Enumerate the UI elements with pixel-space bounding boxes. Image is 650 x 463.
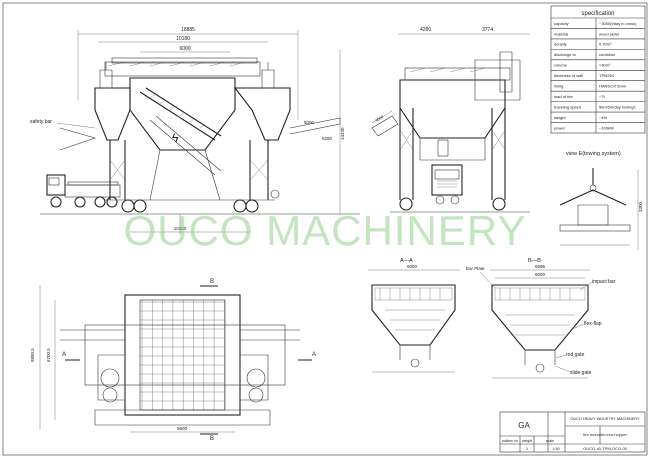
mark-b-top: B <box>210 279 214 285</box>
section-aa: A—A 5000 <box>368 258 460 373</box>
label-ear-plate: Ear Plate <box>466 266 485 271</box>
spec-value: ~45t <box>599 115 608 120</box>
front-elevation: 18885 10180 6000 ϟ safety bar 5000 <box>30 27 360 234</box>
dim-towing: 3300 <box>638 201 643 212</box>
title-company: OUCO HEAVY INDUSTRY MACHINERY <box>570 417 640 421</box>
spec-label: capacity <box>554 21 569 26</box>
mark-a-right: A <box>312 352 316 358</box>
title-name: tire mounted eco-hopper <box>583 432 627 437</box>
dim-front-height: 14330 <box>340 127 345 140</box>
truck <box>46 174 121 208</box>
towing-view: view E(towing system) 3300 <box>559 151 643 250</box>
dim-5000: 5000 <box>304 120 315 125</box>
dim-side-a: 4280 <box>420 27 431 33</box>
label-safety-bar: safety bar <box>30 119 52 125</box>
dim-plan-inner: 5600 <box>177 426 188 431</box>
dim-front-top: 6000 <box>179 46 190 52</box>
spec-label: weight <box>554 115 566 120</box>
dim-5250: 5250 <box>322 136 333 141</box>
spec-value: ~3000(t/day in cross) <box>599 21 637 26</box>
dim-plan-width: 6700.5 <box>46 348 51 362</box>
spec-label: thickness of wall <box>554 73 583 78</box>
spec-value: 0.7t/m³ <box>599 42 612 47</box>
title-header-pattern: pattern no <box>502 439 518 443</box>
label-rod-gate: rod gate <box>566 352 585 358</box>
dim-aa-width: 5000 <box>407 264 418 269</box>
spec-label: material <box>554 31 568 36</box>
title-sheet: 1 <box>526 447 528 451</box>
dim-front-overall: 18885 <box>181 27 195 33</box>
plan-view: 9880.5 6700.5 5600 B B A A <box>30 279 316 442</box>
spec-value: HARDOX 5mm <box>599 84 627 89</box>
spec-label: density <box>554 42 567 47</box>
spec-value: container <box>599 52 616 57</box>
spec-value: =40m³ <box>599 63 611 68</box>
dim-front-frame: 10180 <box>176 36 190 42</box>
spec-title: specification <box>581 11 614 17</box>
title-code: OUCO-40-TPM-OCO-00 <box>583 446 628 451</box>
spec-label: lining <box>554 84 563 89</box>
sheet-border <box>2 2 648 456</box>
dim-4000: 4000 <box>374 114 385 123</box>
watermark-text: OUCO MACHINERY <box>124 207 527 254</box>
title-header-weight: weight <box>522 439 532 443</box>
spec-label: volume <box>554 63 568 68</box>
label-section-aa: A—A <box>400 258 413 264</box>
dim-front-width: 10180 <box>174 226 187 231</box>
spec-label: discharge to <box>554 52 577 57</box>
dim-bb-top: 6596 <box>535 264 546 269</box>
spec-value: 5km/5m/day towings <box>599 104 635 109</box>
spec-value: ~7t <box>599 94 606 99</box>
dim-bb-width: 6000 <box>535 272 546 277</box>
title-header-scale: scale <box>546 439 554 443</box>
label-section-bb: B—B <box>528 258 541 264</box>
title-block: GA OUCO HEAVY INDUSTRY MACHINERY tire mo… <box>499 411 646 453</box>
spec-label: power <box>554 125 566 130</box>
plan-grid <box>140 300 225 411</box>
spec-rows: capacity ~3000(t/day in cross) material woo… <box>551 21 645 130</box>
spec-value: wood pellet <box>599 31 620 36</box>
side-elevation: 4280 3774 4000 <box>371 27 530 213</box>
spec-value: TPM254 <box>599 73 615 78</box>
bolt-symbol: ϟ <box>172 131 179 145</box>
section-bb: B—B 6596 6000 Ear Plate impact bar flex-… <box>466 258 616 379</box>
label-view-towing: view E(towing system) <box>566 151 621 157</box>
label-impact-bar: impact bar <box>592 279 616 285</box>
spec-label: load of tire <box>554 94 573 99</box>
label-flex-flap: flex-flap <box>584 321 602 327</box>
dim-plan-height: 9880.5 <box>30 348 35 362</box>
title-scale: 1:50 <box>552 447 559 451</box>
label-slide-gate: slide gate <box>570 370 592 376</box>
dim-side-b: 3774 <box>482 27 493 33</box>
spec-value: ~100kW <box>599 125 614 130</box>
title-drawing: GA <box>518 421 530 430</box>
spec-label: traveling speed <box>554 104 581 109</box>
spec-table: specification capacity ~3000(t/day in cro… <box>550 5 646 134</box>
mark-a-left: A <box>62 352 66 358</box>
mark-b-bottom: B <box>210 436 214 442</box>
